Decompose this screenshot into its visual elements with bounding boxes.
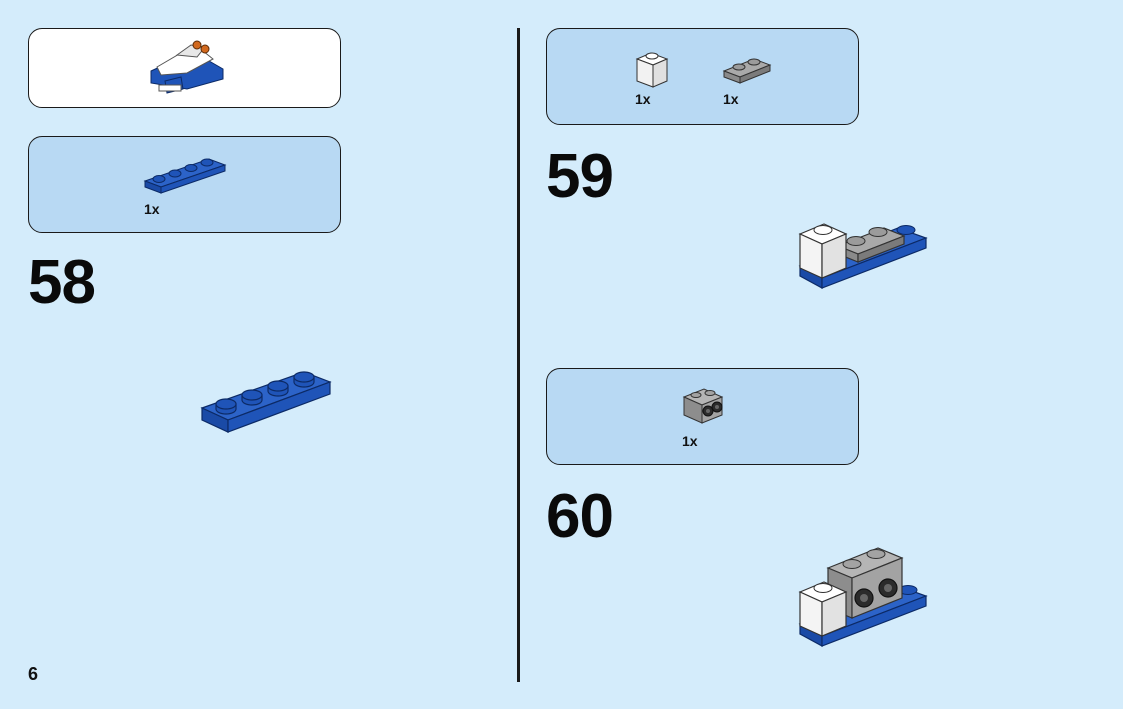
- blue-plate-1x4-icon: [143, 158, 227, 194]
- step-59-parts-box: 1x 1x: [546, 28, 859, 125]
- step-number: 59: [546, 142, 614, 211]
- subassembly-callout: [28, 28, 341, 108]
- step-number: 58: [28, 248, 96, 317]
- step-60-build-icon: [798, 547, 928, 648]
- page-number: 6: [28, 664, 39, 684]
- gray-brick-studs-on-side-icon: [682, 388, 724, 424]
- white-brick-1x1-icon: [635, 52, 669, 88]
- page-divider: [517, 28, 520, 682]
- gray-plate-1x2-icon: [722, 58, 772, 84]
- step-number: 60: [546, 482, 614, 551]
- part-quantity: 1x: [723, 91, 739, 107]
- step-59-build-icon: [798, 223, 928, 290]
- part-quantity: 1x: [682, 433, 698, 449]
- part-quantity: 1x: [144, 201, 160, 217]
- blue-plate-1x4-build-icon: [200, 371, 332, 433]
- step-60-parts-box: 1x: [546, 368, 859, 465]
- step-58-parts-box: 1x: [28, 136, 341, 233]
- car-subassembly-icon: [150, 40, 224, 94]
- part-quantity: 1x: [635, 91, 651, 107]
